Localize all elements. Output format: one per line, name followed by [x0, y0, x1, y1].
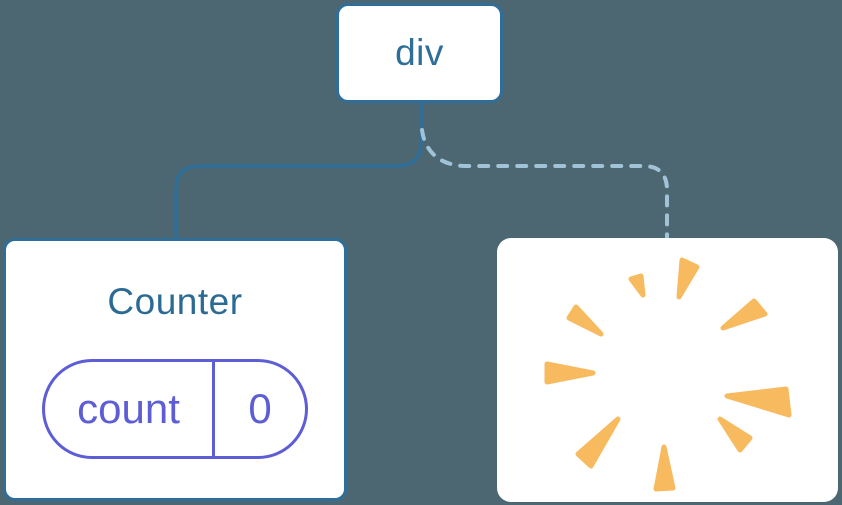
counter-node: Counter count 0 — [3, 238, 347, 501]
counter-node-title: Counter — [107, 280, 243, 322]
dashed-connector-line — [420, 128, 669, 240]
removed-node — [497, 238, 838, 502]
solid-connector-line — [174, 101, 423, 240]
state-value-label: 0 — [248, 384, 272, 432]
state-key-label: count — [45, 361, 215, 456]
root-node: div — [336, 3, 503, 103]
poof-starburst-icon — [544, 257, 792, 492]
state-pill: count 0 — [42, 358, 308, 459]
root-node-label: div — [395, 32, 444, 73]
